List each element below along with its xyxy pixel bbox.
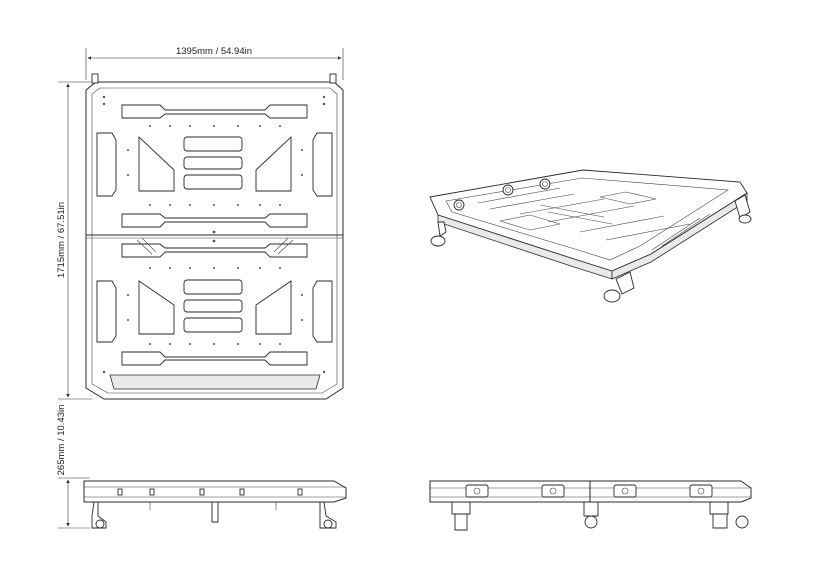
rivet-holes [102,95,326,374]
length-label: 1715mm / 67.51in [56,202,67,278]
width-label: 1395mm / 54.94in [176,46,252,57]
isometric-view [429,169,752,303]
top-view [85,73,344,400]
front-elevation [429,480,752,531]
length-dimension: 1715mm / 67.51in [56,81,92,400]
height-label: 265mm / 10.43in [56,405,67,476]
side-elevation [83,480,347,529]
height-dimension: 265mm / 10.43in [56,405,90,529]
width-dimension: 1395mm / 54.94in [85,46,344,80]
